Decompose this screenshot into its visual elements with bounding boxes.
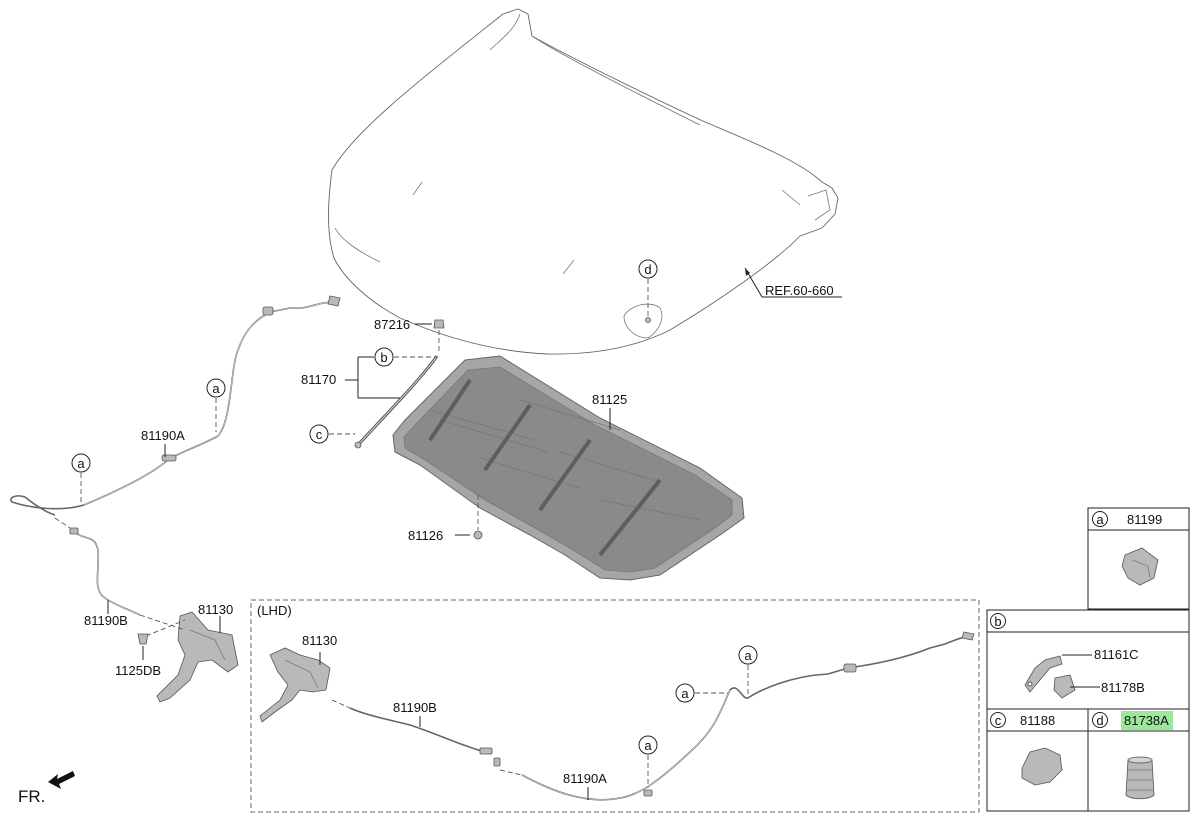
legend-b-part-1: 81161C: [1094, 647, 1139, 662]
hood-latch-81130[interactable]: 81130: [139, 602, 239, 703]
svg-text:a: a: [1096, 512, 1104, 527]
stay-rod-callout: b 81170 c: [301, 347, 437, 444]
hood-reference: REF.60-660: [744, 267, 842, 298]
release-cable-81190a[interactable]: [10, 295, 341, 516]
label-1125db: 1125DB: [115, 663, 161, 678]
svg-text:d: d: [644, 262, 651, 277]
svg-text:c: c: [995, 713, 1002, 728]
svg-text:a: a: [644, 738, 652, 753]
label-81190a: 81190A: [141, 428, 185, 443]
legend-c: c 81188: [986, 708, 1089, 812]
svg-text:d: d: [1096, 713, 1103, 728]
lhd-label-81130: 81130: [302, 633, 337, 648]
hood-panel[interactable]: [328, 8, 839, 355]
legend-a: a 81199: [1087, 507, 1190, 610]
cable-a-callouts: a a 81190A: [71, 378, 226, 503]
callout-d-hood: d: [638, 259, 658, 323]
hood-insulator-pad[interactable]: [392, 355, 745, 581]
label-81190b: 81190B: [84, 613, 128, 628]
front-arrow-icon: [48, 771, 75, 789]
lhd-label-81190a: 81190A: [563, 771, 607, 786]
svg-text:a: a: [744, 648, 752, 663]
label-81125: 81125: [592, 392, 627, 407]
hood-stay-rod[interactable]: [354, 355, 439, 449]
cable-b-label: 81190B: [84, 600, 128, 628]
legend-b-part-2: 81178B: [1101, 680, 1145, 695]
svg-text:a: a: [212, 381, 220, 396]
lhd-title: (LHD): [257, 603, 292, 618]
release-cable-81190b[interactable]: [54, 517, 141, 616]
label-81170: 81170: [301, 372, 336, 387]
label-87216: 87216: [374, 317, 410, 332]
lhd-cable-81190b[interactable]: [349, 707, 486, 753]
svg-text:b: b: [994, 614, 1001, 629]
label-81126: 81126: [408, 528, 443, 543]
front-direction-indicator: FR.: [18, 771, 75, 806]
lhd-section: (LHD) 81130 81190B 81190A a a a: [250, 599, 980, 813]
front-label: FR.: [18, 787, 45, 806]
legend-d-part: 81738A: [1124, 713, 1169, 728]
label-81130: 81130: [198, 602, 233, 617]
hood-ref-label: REF.60-660: [765, 283, 834, 298]
lhd-label-81190b: 81190B: [393, 700, 437, 715]
svg-text:a: a: [681, 686, 689, 701]
svg-text:c: c: [316, 427, 323, 442]
pad-callout: 81125: [592, 392, 627, 430]
lhd-latch-81130[interactable]: [259, 647, 331, 723]
pad-clip-callout: 81126: [408, 495, 483, 543]
legend-d: d 81738A: [1087, 708, 1190, 812]
bolt-1125db: 1125DB: [115, 633, 161, 678]
bumper-stop-87216: 87216: [374, 317, 445, 352]
svg-text:a: a: [77, 456, 85, 471]
legend-c-part: 81188: [1020, 713, 1055, 728]
legend-a-part: 81199: [1127, 512, 1162, 527]
svg-text:b: b: [380, 350, 387, 365]
legend-b: b 81161C 81178B: [986, 609, 1190, 710]
